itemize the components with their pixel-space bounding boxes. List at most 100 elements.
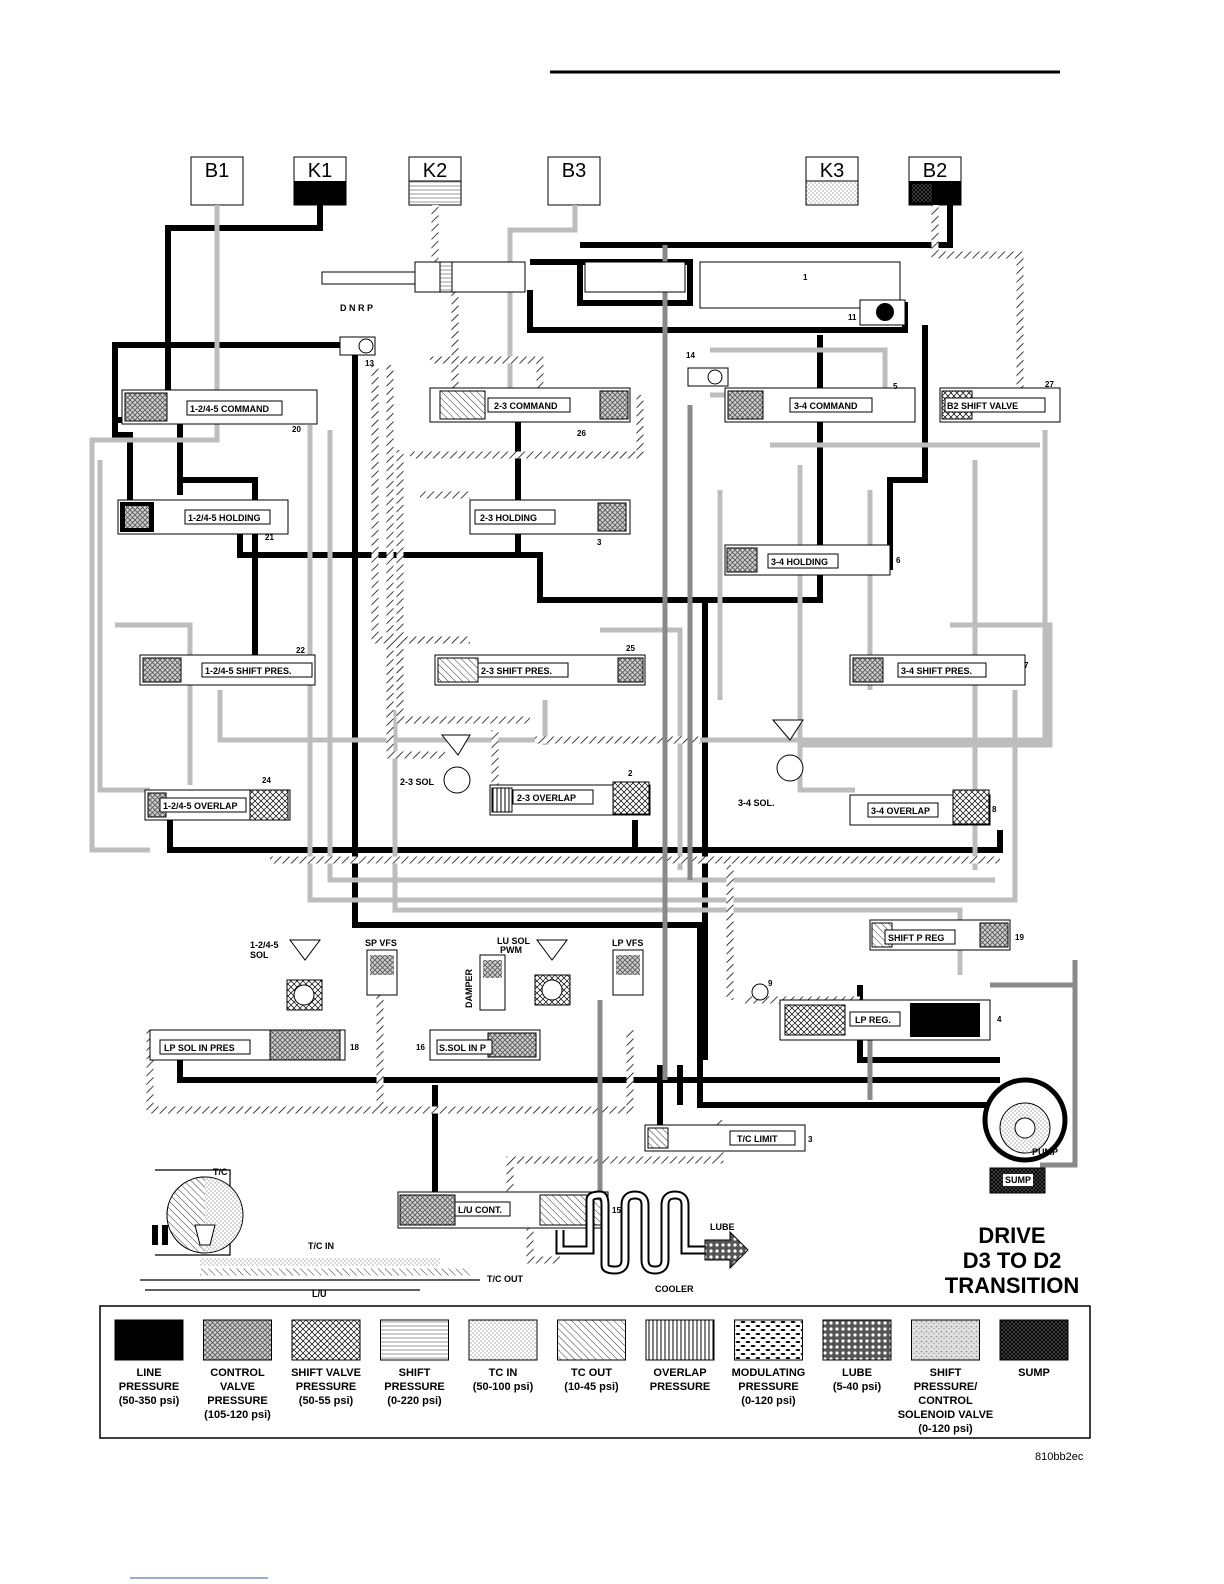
component-label: K3 — [820, 160, 844, 182]
legend-swatch — [822, 1319, 892, 1361]
title-line-2: D3 TO D2 — [963, 1248, 1062, 1273]
valve-number: 3 — [597, 538, 602, 547]
valve-label: S.SOL IN P — [439, 1043, 486, 1053]
cooler-label: COOLER — [655, 1284, 694, 1294]
valve-label: LP SOL IN PRES — [164, 1043, 235, 1053]
valve-label: 2-3 SHIFT PRES. — [481, 666, 552, 676]
valve-shift-p-reg: SHIFT P REG 19 — [869, 919, 1024, 951]
valve-125-shift-pres: 1-2/4-5 SHIFT PRES. 22 — [139, 646, 316, 686]
valve-number: 15 — [612, 1206, 621, 1215]
valve-manual-selector: D N R P 1 — [321, 261, 901, 313]
valve-label: 3-4 COMMAND — [794, 401, 858, 411]
valve-125-overlap: 1-2/4-5 OVERLAP 24 — [144, 776, 291, 821]
legend-swatch — [468, 1319, 538, 1361]
valve-label: 3-4 SHIFT PRES. — [901, 666, 972, 676]
passages-gray — [597, 245, 1078, 1200]
valve-label: 1-2/4-5 HOLDING — [188, 513, 261, 523]
solenoid-label: 2-3 SOL — [400, 777, 435, 787]
valve-tc-limit: T/C LIMIT 3 — [644, 1124, 813, 1152]
solenoid-label: DAMPER — [464, 968, 474, 1008]
lube-label: LUBE — [710, 1222, 735, 1232]
valve-label: SHIFT P REG — [888, 933, 944, 943]
valve-label: 1-2/4-5 OVERLAP — [163, 801, 238, 811]
component-K3: K3 — [805, 156, 859, 206]
solenoid-lu-pwm: LU SOL PWM DAMPER — [464, 936, 531, 1011]
valve-125-holding: 1-2/4-5 HOLDING 21 — [117, 499, 289, 542]
valve-number: 22 — [296, 646, 305, 655]
component-label: K1 — [308, 160, 332, 182]
pump-label: PUMP — [1032, 1147, 1058, 1157]
valve-number: 26 — [577, 429, 586, 438]
valve-b2-shift: B2 SHIFT VALVE 27 — [939, 380, 1061, 423]
valve-label: 2-3 COMMAND — [494, 401, 558, 411]
valve-lu-cont: L/U CONT. 15 — [397, 1191, 621, 1229]
tc-in-label: T/C IN — [308, 1241, 334, 1251]
solenoid-34: 3-4 SOL. — [738, 719, 804, 808]
check-balls: 13 14 11 — [339, 299, 906, 387]
valve-label: 2-3 OVERLAP — [517, 793, 576, 803]
component-K1: K1 — [293, 156, 347, 206]
legend-swatch — [380, 1319, 449, 1361]
sump-label: SUMP — [1005, 1175, 1031, 1185]
valve-label: 1-2/4-5 SHIFT PRES. — [205, 666, 292, 676]
valve-label: 2-3 HOLDING — [480, 513, 537, 523]
valve-34-overlap: 3-4 OVERLAP 8 — [849, 789, 997, 826]
valve-number: 8 — [992, 805, 997, 814]
valve-number: 13 — [365, 359, 374, 368]
valve-label: T/C LIMIT — [737, 1134, 778, 1144]
valve-number: 7 — [1024, 661, 1029, 670]
valve-number: 14 — [686, 351, 695, 360]
valve-number: 25 — [626, 644, 635, 653]
legend-swatch — [114, 1319, 184, 1361]
passages-hatched — [146, 205, 1024, 1264]
legend-swatch — [645, 1319, 715, 1361]
valve-125-command: 1-2/4-5 COMMAND 20 — [121, 389, 318, 434]
diagram-title: DRIVE D3 TO D2 TRANSITION — [945, 1223, 1079, 1298]
valve-label: 1-2/4-5 COMMAND — [190, 404, 270, 414]
component-label: B1 — [205, 160, 229, 182]
cooler: LUBE COOLER — [555, 1190, 749, 1294]
valve-number: 3 — [808, 1135, 813, 1144]
valve-number: 11 — [848, 313, 857, 322]
lu-label: L/U — [312, 1289, 327, 1299]
valve-number: 1 — [803, 273, 808, 282]
valve-number: 4 — [997, 1015, 1002, 1024]
component-K2: K2 — [408, 156, 462, 206]
title-line-3: TRANSITION — [945, 1273, 1079, 1298]
valve-number: 16 — [416, 1043, 425, 1052]
valve-number: 18 — [350, 1043, 359, 1052]
valve-label: B2 SHIFT VALVE — [947, 401, 1018, 411]
legend-label: TC OUT(10-45 psi) — [564, 1367, 619, 1393]
solenoid-label: 3-4 SOL. — [738, 798, 775, 808]
legend-swatch — [911, 1319, 980, 1361]
torque-converter: T/C T/C IN T/C OUT L/U — [140, 1167, 523, 1299]
pump: PUMP SUMP — [982, 1077, 1068, 1194]
component-B2: B2 — [908, 156, 962, 206]
component-label: K2 — [423, 160, 447, 182]
legend-label: SUMP — [1018, 1367, 1050, 1379]
tc-out-label: T/C OUT — [487, 1274, 523, 1284]
valve-number: 19 — [1015, 933, 1024, 942]
solenoid-lp-vfs: LP VFS — [612, 938, 644, 996]
valve-number: 5 — [893, 382, 898, 391]
valve-number: 24 — [262, 776, 271, 785]
valve-23-overlap: 2-3 OVERLAP 2 — [489, 769, 651, 816]
valve-34-command: 3-4 COMMAND 5 — [724, 382, 916, 423]
valve-23-holding: 2-3 HOLDING 3 — [469, 499, 631, 547]
valve-lp-sol-in-pres: LP SOL IN PRES 18 — [149, 1029, 359, 1061]
solenoid-label: SP VFS — [365, 938, 397, 948]
component-label: B2 — [923, 160, 947, 182]
top-components: B1 K1 K2 B3 K3 B2 — [190, 156, 962, 206]
valve-number: 20 — [292, 425, 301, 434]
component-B3: B3 — [547, 156, 601, 206]
valve-number: 6 — [896, 556, 901, 565]
valve-34-shift-pres: 3-4 SHIFT PRES. 7 — [849, 654, 1029, 686]
valve-label: LP REG. — [855, 1015, 891, 1025]
legend-swatch — [203, 1319, 272, 1361]
solenoid-label: 1-2/4-5 — [250, 940, 279, 950]
